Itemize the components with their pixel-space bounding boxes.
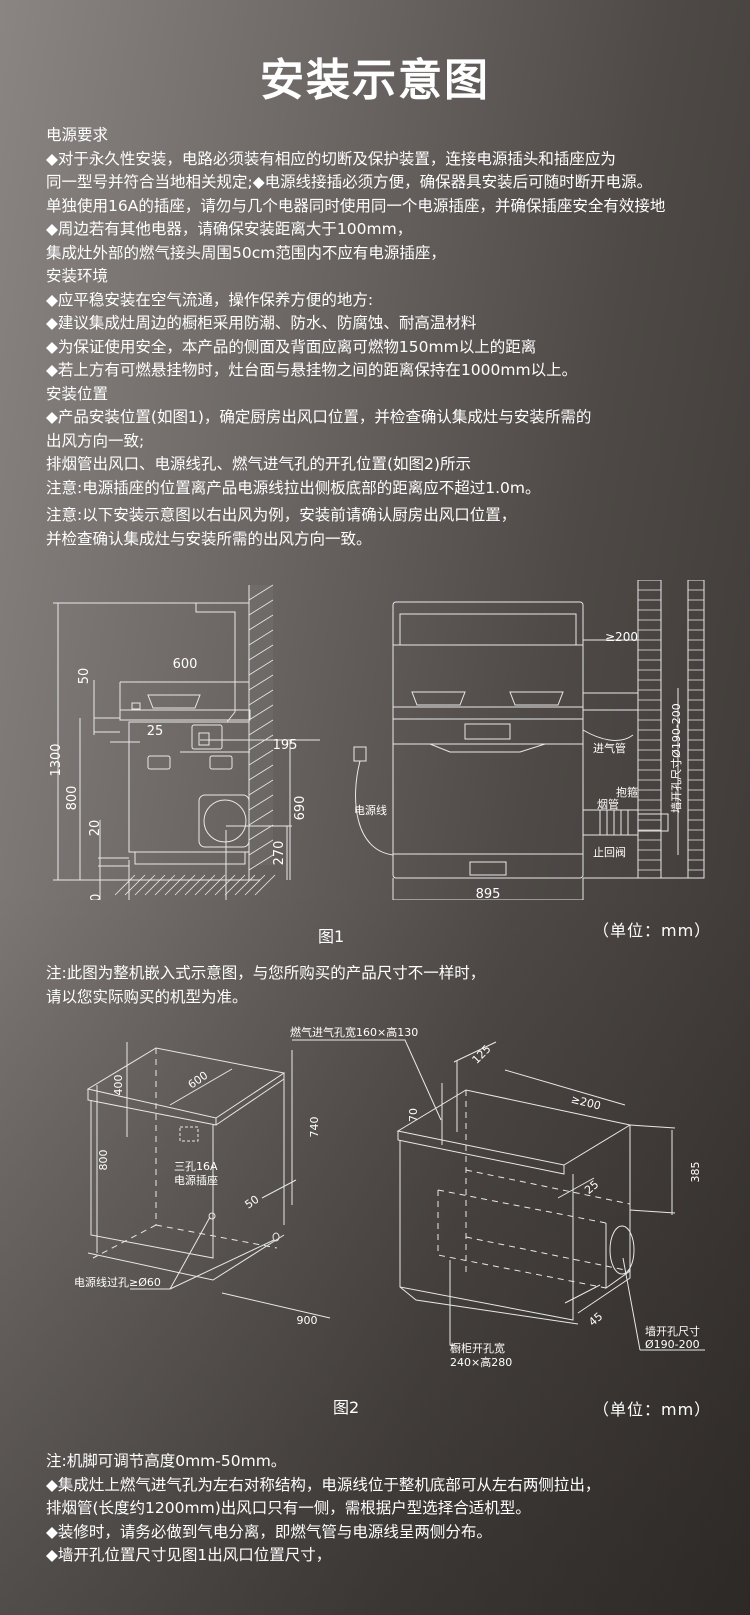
dim-label-20: 20 (88, 820, 103, 837)
brick-wall-left (637, 580, 662, 879)
dim-label-70: 70 (407, 1108, 420, 1122)
dim-label-895: 895 (476, 887, 501, 900)
intake-pipe (582, 729, 634, 741)
text-line: 注:此图为整机嵌入式示意图，与您所购买的产品尺寸不一样时， (46, 964, 486, 982)
text-line: 单独使用16A的插座，请勿与几个电器同时使用同一个电源插座，并确保插座安全有效接… (46, 196, 666, 215)
dim-label-600: 600 (173, 657, 198, 672)
text-line: ◆对于永久性安装，电路必须装有相应的切断及保护装置，连接电源插头和插座应为 (46, 149, 616, 168)
dim-label-800: 800 (65, 786, 80, 811)
dim-label-900: 900 (297, 1314, 318, 1327)
text-line: ◆为保证使用安全，本产品的侧面及背面应离可燃物150mm以上的距离 (46, 337, 537, 356)
wall-hole-label: 墙开孔尺寸Ø190-200 (669, 703, 683, 813)
dim-895 (392, 878, 584, 900)
dim-label-200: ≥200 (605, 630, 638, 644)
cord-hole-label: 电源线过孔≥Ø60 (74, 1275, 161, 1289)
dim-label-385: 385 (689, 1162, 702, 1183)
burner-icon (147, 694, 201, 709)
dim-label-800: 800 (97, 1150, 110, 1171)
dim-label-50: 50 (77, 668, 92, 685)
figure2-unit: （单位：mm） (593, 1400, 712, 1419)
smoke-pipe (582, 809, 639, 836)
figure2-caption: 图2 (333, 1398, 360, 1417)
cabinet-body (128, 721, 250, 853)
check-valve-label: 止回阀 (593, 845, 626, 859)
text-line: 同一型号并符合当地相关规定;◆电源线接插必须方便，确保器具安装后可随时断开电源。 (46, 173, 653, 191)
text-line: ◆应平稳安装在空气流通，操作保养方便的地方: (46, 290, 374, 309)
text-line: ◆若上方有可燃悬挂物时，灶台面与悬挂物之间的距离保持在1000mm以上。 (46, 361, 578, 379)
socket-label-2: 电源插座 (174, 1173, 218, 1187)
clamp-label: 抱箍 (616, 785, 638, 799)
text-line: 并检查确认集成灶与安装所需的出风方向一致。 (46, 529, 372, 548)
dim-label-100: 100 (89, 894, 104, 900)
hood-outline (195, 602, 249, 723)
gas-hole-label: 燃气进气孔宽160×高130 (290, 1025, 418, 1039)
text-line: 安装环境 (46, 267, 109, 285)
dim-label-195: 195 (273, 738, 298, 753)
intake-pipe-label: 进气管 (593, 741, 626, 755)
stove-front-outline (392, 601, 584, 879)
text-line: ◆集成灶上燃气进气孔为左右对称结构，电源线位于整机底部可从左右两侧拉出， (46, 1475, 601, 1494)
text-line: 注:机脚可调节高度0mm-50mm。 (46, 1452, 287, 1470)
socket-label-1: 三孔16A (174, 1160, 218, 1173)
burner-left-icon (411, 691, 466, 706)
text-line: ◆产品安装位置(如图1)，确定厨房出风口位置，并检查确认集成灶与安装所需的 (46, 408, 592, 426)
wall-hole-circle (609, 1225, 635, 1275)
dim-label-25: 25 (582, 1178, 601, 1197)
dim-label-45: 45 (586, 1310, 605, 1329)
text-line: ◆墙开孔位置尺寸见图1出风口位置尺寸， (46, 1546, 332, 1564)
text-line: 电源要求 (46, 126, 109, 144)
dim-label-125: 125 (470, 1043, 494, 1067)
figure2-diagram: 800 400 600 740 50 900 三孔16A 电源插座 电源线过孔≥… (74, 1025, 705, 1369)
text-line: 注意:以下安装示意图以右出风为例，安装前请确认厨房出风口位置， (46, 506, 517, 524)
dim-900 (221, 1292, 331, 1319)
text-line: 排烟管出风口、电源线孔、燃气进气孔的开孔位置(如图2)所示 (46, 455, 471, 473)
cabinet-hole-label-1: 橱柜开孔宽 (450, 1341, 505, 1355)
burner-right-icon (509, 691, 564, 706)
wall-hole-label-2: Ø190-200 (645, 1338, 700, 1351)
figure-note: 注:此图为整机嵌入式示意图，与您所购买的产品尺寸不一样时， 请以您实际购买的机型… (46, 962, 736, 1009)
dim-label-200: ≥200 (570, 1093, 602, 1113)
dim-label-1300: 1300 (49, 743, 64, 776)
text-line: 请以您实际购买的机型为准。 (46, 987, 248, 1006)
text-line: 排烟管(长度约1200mm)出风口只有一侧，需根据户型选择合适机型。 (46, 1499, 531, 1517)
footer-notes: 注:机脚可调节高度0mm-50mm。 ◆集成灶上燃气进气孔为左右对称结构，电源线… (46, 1450, 736, 1568)
dim-label-25: 25 (147, 724, 164, 739)
text-line: ◆建议集成灶周边的橱柜采用防潮、防水、防腐蚀、耐高温材料 (46, 314, 477, 332)
smoke-pipe-label: 烟管 (597, 797, 619, 811)
brick-wall-right (687, 580, 705, 879)
dim-label-690: 690 (293, 796, 308, 821)
dim-200-right (504, 1069, 626, 1106)
text-line: 出风方向一致; (46, 431, 145, 450)
dim-1300 (53, 602, 260, 881)
page-title: 安装示意图 (260, 55, 490, 106)
dim-label-400: 400 (112, 1075, 125, 1096)
text-line: 注意:电源插座的位置离产品电源线拉出侧板底部的距离应不超过1.0m。 (46, 478, 541, 497)
text-line: ◆周边若有其他电器，请确保安装距离大于100mm， (46, 220, 413, 238)
text-line: ◆装修时，请务必做到气电分离，即燃气管与电源线呈两侧分布。 (46, 1522, 492, 1541)
dim-label-600: 600 (186, 1069, 211, 1092)
figure1-diagram: 1300 600 50 25 195 800 690 20 270 100 45… (49, 580, 705, 900)
dim-label-740: 740 (308, 1117, 321, 1138)
text-line: 集成灶外部的燃气接头周围50cm范围内不应有电源插座， (46, 243, 446, 262)
gas-hole-leader (292, 1039, 442, 1121)
text-line: 安装位置 (46, 384, 109, 403)
cooktop (119, 709, 251, 721)
wall-hole-label-1: 墙开孔尺寸 (645, 1324, 700, 1338)
dim-label-270: 270 (272, 841, 287, 866)
dim-label-50: 50 (243, 1193, 262, 1212)
power-outlet-icon (353, 746, 367, 762)
power-cord-label: 电源线 (354, 803, 387, 817)
requirements-text: 电源要求 ◆对于永久性安装，电路必须装有相应的切断及保护装置，连接电源插头和插座… (46, 124, 736, 551)
cabinet-hole-label-2: 240×高280 (450, 1355, 512, 1369)
power-cord-line (355, 760, 394, 856)
figure1-caption: 图1 (318, 927, 345, 946)
figure1-unit: （单位：mm） (593, 921, 712, 940)
